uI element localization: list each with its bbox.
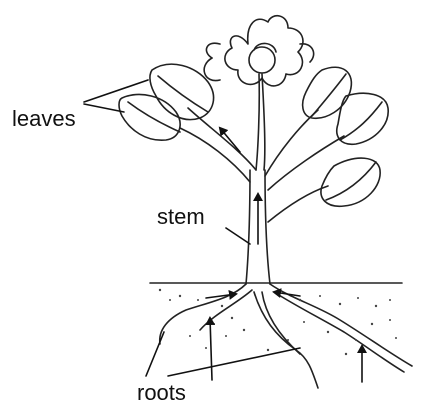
roots-pointer-right	[168, 348, 300, 376]
stem-right	[265, 170, 270, 284]
stem-label: stem	[157, 206, 205, 228]
leaves-pointer-top	[84, 80, 148, 102]
leaf-arrow	[220, 128, 240, 152]
stem-left	[246, 170, 250, 284]
flower-stalk-2	[262, 74, 265, 170]
root-arrow-bottom-left	[210, 318, 212, 380]
root-arrow-left	[206, 294, 236, 298]
root-right	[270, 284, 412, 366]
roots-pointer-left	[146, 332, 164, 376]
leaf-right-top	[303, 67, 352, 118]
roots-label: roots	[137, 382, 186, 404]
leaves-label: leaves	[12, 108, 76, 130]
root-left-1	[160, 284, 246, 344]
leaves-pointer-bottom	[84, 104, 124, 112]
stem-pointer	[226, 228, 250, 244]
soil-texture	[159, 289, 397, 355]
flower-stalk	[256, 74, 259, 170]
